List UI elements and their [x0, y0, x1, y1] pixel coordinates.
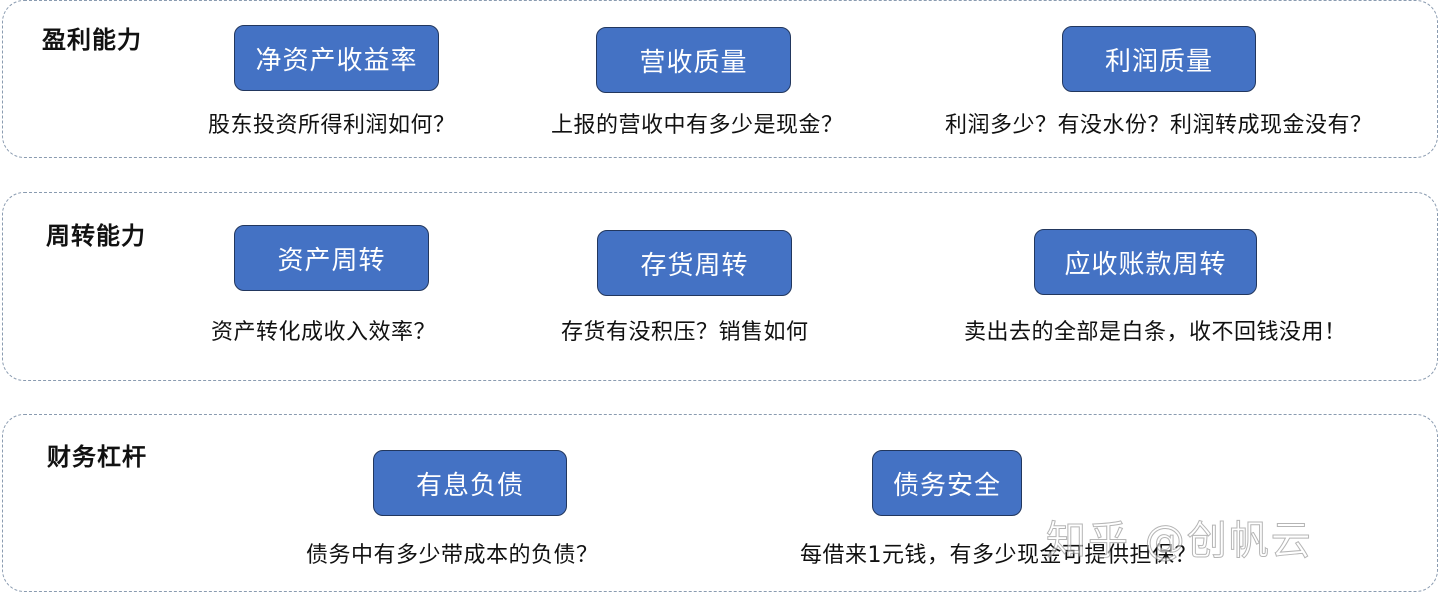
- metric-box-roe[interactable]: 净资产收益率: [234, 25, 439, 91]
- question-inventory-turnover: 存货有没积压？销售如何: [561, 320, 809, 345]
- metric-box-receivables-turnover[interactable]: 应收账款周转: [1034, 229, 1257, 295]
- watermark: 知乎 @创帆云: [1046, 518, 1313, 565]
- question-interest-bearing-debt: 债务中有多少带成本的负债？: [306, 543, 599, 568]
- metric-box-asset-turnover[interactable]: 资产周转: [234, 225, 429, 291]
- question-debt-safety: 每借来1元钱，有多少现金可提供担保？: [800, 543, 1197, 568]
- question-asset-turnover: 资产转化成收入效率？: [211, 320, 437, 345]
- metric-box-inventory-turnover[interactable]: 存货周转: [597, 230, 792, 296]
- section-title-leverage: 财务杠杆: [47, 443, 147, 471]
- section-title-turnover: 周转能力: [46, 222, 146, 250]
- question-roe: 股东投资所得利润如何？: [208, 113, 456, 138]
- section-leverage: [2, 414, 1438, 592]
- metric-box-profit-quality[interactable]: 利润质量: [1062, 26, 1256, 92]
- question-profit-quality: 利润多少？有没水份？利润转成现金没有？: [945, 113, 1373, 138]
- metric-box-debt-safety[interactable]: 债务安全: [872, 450, 1022, 516]
- metric-box-interest-bearing-debt[interactable]: 有息负债: [373, 450, 567, 516]
- question-receivables-turnover: 卖出去的全部是白条，收不回钱没用！: [964, 320, 1347, 345]
- section-title-profitability: 盈利能力: [42, 26, 142, 54]
- question-revenue-quality: 上报的营收中有多少是现金？: [551, 113, 844, 138]
- metric-box-revenue-quality[interactable]: 营收质量: [596, 27, 791, 93]
